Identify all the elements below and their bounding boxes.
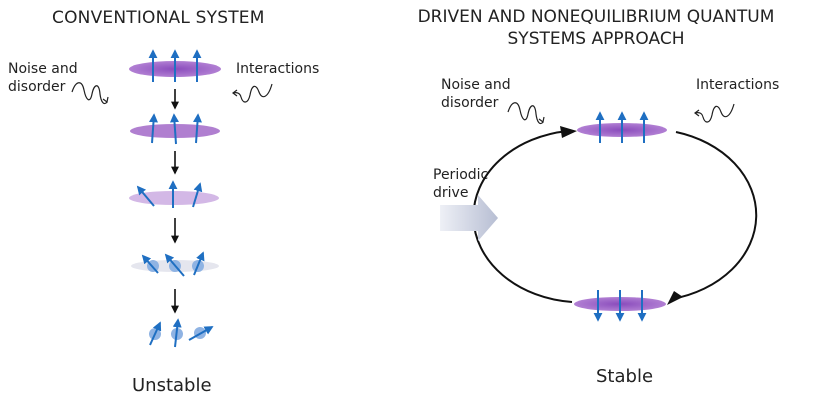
left-noise-squiggle-icon [71,82,109,105]
left-noise-label-line2: disorder [8,79,66,95]
left-stage-2 [130,113,220,145]
spin-arrow [170,113,179,145]
right-bottom-state [574,290,666,322]
right-noise-squiggle-icon [507,102,545,125]
right-top-state [577,111,667,143]
right-panel-title-line1: DRIVEN AND NONEQUILIBRIUM QUANTUM [417,7,775,27]
right-noise-label-line2: disorder [441,95,499,111]
left-stage-3 [129,180,219,208]
spin-arrow [136,185,155,207]
left-stage-4 [131,251,219,277]
right-interactions-label: Interactions [696,77,780,93]
right-caption-stable: Stable [596,366,654,387]
stable-cycle [472,126,758,305]
right-interactions-squiggle-icon [694,103,735,123]
drive-label-line1: Periodic [433,167,489,183]
cycle-right-arc [671,131,758,300]
right-noise-label-line1: Noise and [441,77,511,93]
spin-arrow [141,254,159,274]
spin-arrow [188,326,214,341]
spin-arrow [192,182,203,208]
left-interactions-label: Interactions [236,61,320,77]
right-panel-title-line2: SYSTEMS APPROACH [507,29,685,49]
spin-arrow [192,113,202,144]
left-caption-unstable: Unstable [132,375,212,396]
left-interactions-squiggle-icon [232,83,273,103]
spin-arrow [193,251,205,276]
periodic-drive-arrow [440,195,498,241]
spin-arrow [149,321,162,346]
spin-arrow [172,318,182,348]
left-stage-1 [129,49,221,82]
cycle-arrowhead-top [560,126,577,138]
left-panel-title: CONVENTIONAL SYSTEM [52,8,265,28]
drive-label-line2: drive [433,185,469,201]
left-stage-5 [149,318,214,348]
cycle-arrowhead-bottom [667,291,683,305]
spin-arrow [148,113,158,144]
spin-arrow [164,253,185,277]
left-noise-label-line1: Noise and [8,61,78,77]
